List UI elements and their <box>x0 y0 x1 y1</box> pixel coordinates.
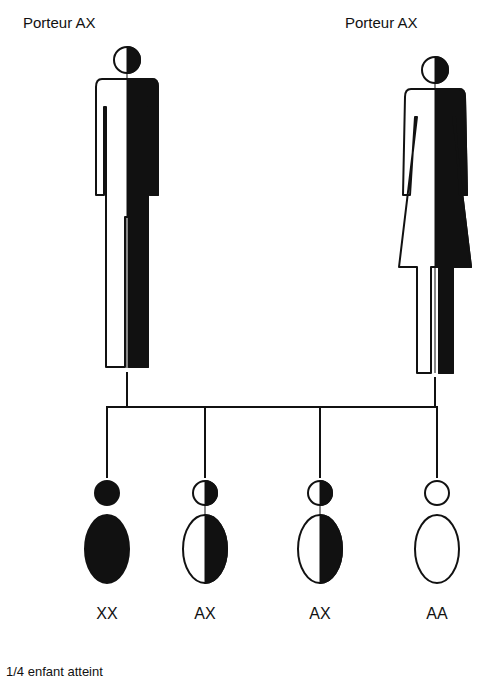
carrier-label: Porteur AX <box>23 14 173 32</box>
person-symbol <box>180 480 230 586</box>
figure-group <box>183 481 227 583</box>
person-symbol <box>397 55 473 375</box>
pedigree-line <box>127 372 437 478</box>
caption-text: 1/4 enfant atteint <box>6 664 103 679</box>
figure-half <box>320 481 342 583</box>
pedigree-line <box>127 372 320 478</box>
split-line <box>205 482 206 584</box>
split-line <box>320 482 321 584</box>
body-symbol <box>85 515 129 583</box>
figure-group <box>85 481 129 583</box>
head-symbol <box>320 481 332 505</box>
child-node: AA <box>402 478 472 628</box>
parent-node: Porteur AX <box>335 10 475 377</box>
child-node: XX <box>72 478 142 628</box>
head-symbol <box>205 481 217 505</box>
pedigree-line <box>435 377 437 478</box>
male-figure <box>127 79 158 367</box>
pedigree-line <box>205 377 435 478</box>
pedigree-line <box>127 372 205 478</box>
person-symbol <box>295 480 345 586</box>
parent-node: Porteur AX <box>15 10 175 372</box>
figure-group <box>298 481 342 583</box>
head-symbol <box>425 481 449 505</box>
female-figure <box>435 89 471 373</box>
pedigree-line <box>320 377 435 478</box>
person-symbol <box>412 480 462 586</box>
figure-group <box>415 481 459 583</box>
person-symbol <box>92 45 162 370</box>
figure-half <box>435 57 471 373</box>
figure-group <box>399 57 471 373</box>
figure-half <box>205 481 227 583</box>
genotype-label: AA <box>402 604 472 623</box>
split-line <box>435 57 436 373</box>
body-symbol <box>415 515 459 583</box>
genotype-label: XX <box>72 604 142 623</box>
pedigree-line <box>107 377 435 478</box>
head-symbol <box>127 47 140 73</box>
figure-group <box>96 47 158 367</box>
child-node: AX <box>285 478 355 628</box>
figure-half <box>127 47 158 367</box>
carrier-label: Porteur AX <box>345 14 473 32</box>
body-symbol <box>205 515 227 583</box>
split-line <box>127 47 128 368</box>
person-symbol <box>82 480 132 586</box>
body-symbol <box>320 515 342 583</box>
head-symbol <box>95 481 119 505</box>
genotype-label: AX <box>170 604 240 623</box>
genotype-label: AX <box>285 604 355 623</box>
child-node: AX <box>170 478 240 628</box>
pedigree-line <box>107 372 127 478</box>
head-symbol <box>435 57 448 83</box>
